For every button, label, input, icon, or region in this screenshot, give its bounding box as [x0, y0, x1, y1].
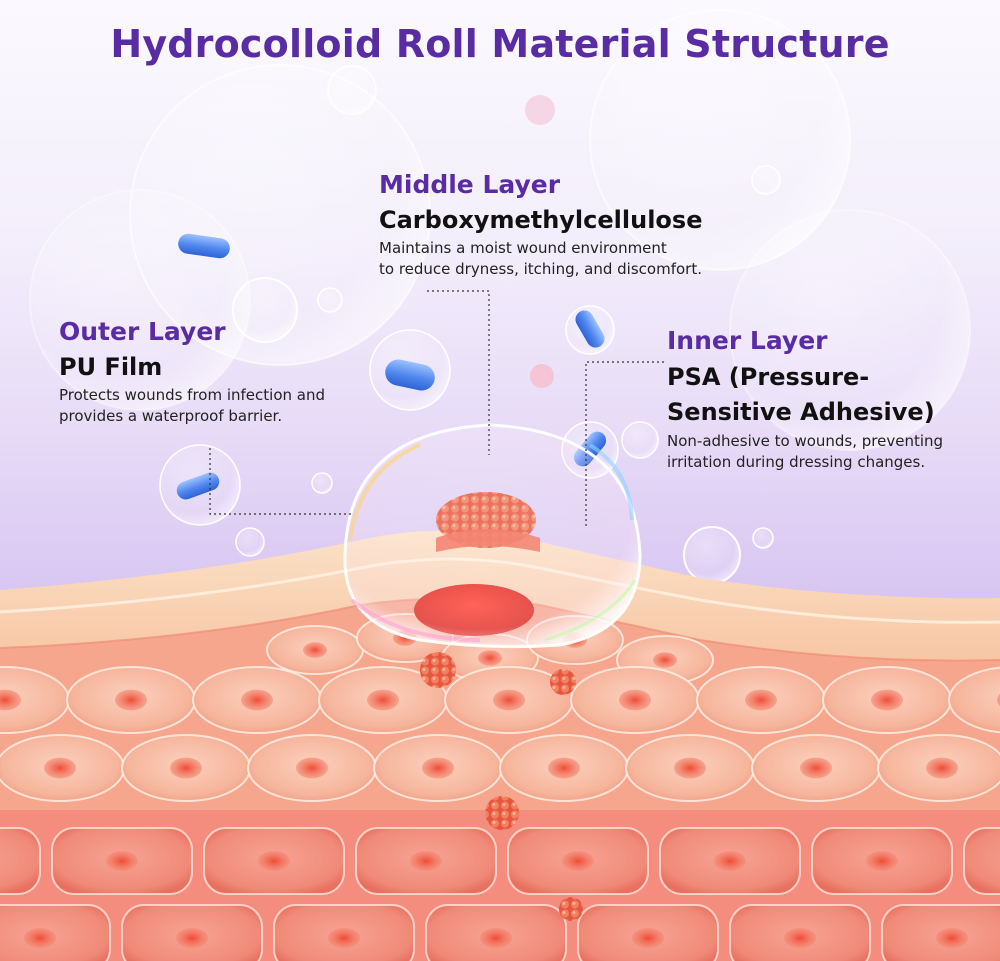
- basal-cell: [0, 827, 41, 895]
- skin-cell: [192, 666, 322, 734]
- skin-cell: [373, 734, 503, 802]
- skin-cell: [877, 734, 1000, 802]
- basal-cell: [577, 904, 719, 961]
- basal-cell: [963, 827, 1000, 895]
- inner-layer-name-line-1: PSA (Pressure-: [667, 363, 870, 391]
- basal-cell: [0, 904, 111, 961]
- skin-cell: [499, 734, 629, 802]
- inner-layer-name-line-2: Sensitive Adhesive): [667, 398, 935, 426]
- inner-layer-heading: Inner Layer: [667, 326, 828, 355]
- skin-cell: [66, 666, 196, 734]
- skin-cell: [266, 625, 364, 675]
- outer-layer-name: PU Film: [59, 353, 163, 381]
- outer-layer-desc-line-2: provides a waterproof barrier.: [59, 407, 283, 425]
- basal-cell: [51, 827, 193, 895]
- middle-layer-name: Carboxymethylcellulose: [379, 206, 703, 234]
- skin-cell: [0, 734, 125, 802]
- background-bubbles: [29, 9, 971, 584]
- skin-cell: [121, 734, 251, 802]
- outer-layer-heading: Outer Layer: [59, 317, 226, 346]
- skin-cell: [822, 666, 952, 734]
- skin-cell: [625, 734, 755, 802]
- skin-cell: [948, 666, 1000, 734]
- basal-cell: [659, 827, 801, 895]
- skin-cells: [0, 613, 1000, 961]
- middle-layer-heading: Middle Layer: [379, 170, 561, 199]
- basal-cell: [729, 904, 871, 961]
- basal-cell: [273, 904, 415, 961]
- middle-layer-desc-line-2: to reduce dryness, itching, and discomfo…: [379, 260, 702, 278]
- basal-cell: [355, 827, 497, 895]
- basal-cell: [811, 827, 953, 895]
- skin-cell: [751, 734, 881, 802]
- basal-cell: [203, 827, 345, 895]
- hydrocolloid-dome: [343, 423, 642, 649]
- inner-layer-desc-line-1: Non-adhesive to wounds, preventing: [667, 432, 944, 450]
- skin-cell: [247, 734, 377, 802]
- diagram-title: Hydrocolloid Roll Material Structure: [110, 22, 890, 66]
- middle-layer-desc-line-1: Maintains a moist wound environment: [379, 239, 667, 257]
- basal-cell: [121, 904, 263, 961]
- basal-cell: [507, 827, 649, 895]
- basal-cell: [425, 904, 567, 961]
- skin-cell: [570, 666, 700, 734]
- skin-cell: [696, 666, 826, 734]
- outer-layer-desc-line-1: Protects wounds from infection and: [59, 386, 326, 404]
- basal-cell: [881, 904, 1000, 961]
- leader-lines: [209, 290, 664, 528]
- inner-layer-desc-line-2: irritation during dressing changes.: [667, 453, 926, 471]
